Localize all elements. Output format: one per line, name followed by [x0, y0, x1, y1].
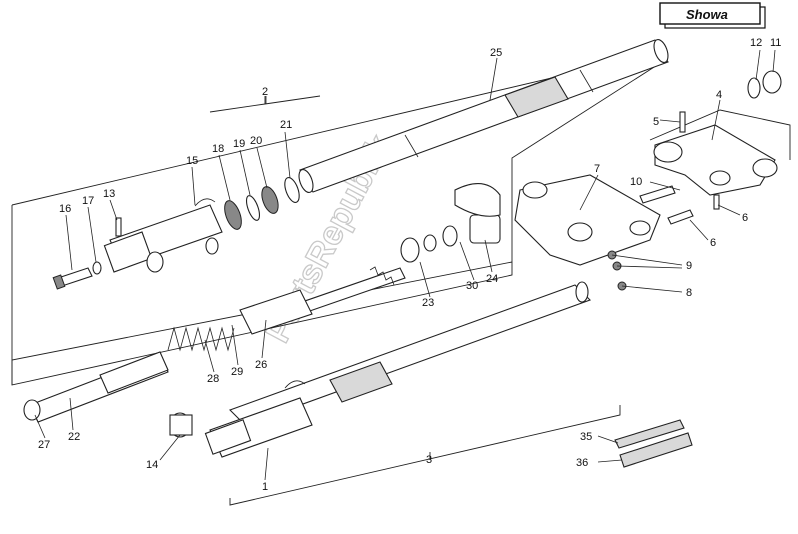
callout-21: 21 [280, 119, 292, 131]
callout-10: 10 [630, 176, 642, 188]
callout-26: 26 [255, 359, 267, 371]
callout-6a: 6 [742, 212, 748, 224]
callout-19: 19 [233, 138, 245, 150]
callout-6b: 6 [710, 237, 716, 249]
callout-5: 5 [653, 116, 659, 128]
callout-24: 24 [486, 273, 498, 285]
callout-36: 36 [576, 457, 588, 469]
callout-16: 16 [59, 203, 71, 215]
nut-11 [747, 70, 782, 99]
callout-labels: 2 25 16 17 13 15 18 19 20 21 23 30 24 7 … [38, 37, 781, 493]
callout-18: 18 [212, 143, 224, 155]
callout-30: 30 [466, 280, 478, 292]
brand-label: Showa [686, 7, 728, 22]
callout-15: 15 [186, 155, 198, 167]
callout-25: 25 [490, 47, 502, 59]
callout-14: 14 [146, 459, 158, 471]
fork-tube-3 [169, 281, 592, 458]
callout-3: 3 [426, 454, 432, 466]
fork-slider-15 [103, 198, 223, 273]
callout-27: 27 [38, 439, 50, 451]
callout-29: 29 [231, 366, 243, 378]
callout-28: 28 [207, 373, 219, 385]
callout-8: 8 [686, 287, 692, 299]
callout-4: 4 [716, 89, 722, 101]
axle-bolt-16 [52, 217, 122, 290]
callout-23: 23 [422, 297, 434, 309]
plates-35-36 [614, 419, 693, 468]
callout-9: 9 [686, 260, 692, 272]
callout-35: 35 [580, 431, 592, 443]
fork-tube-25 [298, 38, 669, 194]
callout-13: 13 [103, 188, 115, 200]
callout-12: 12 [750, 37, 762, 49]
damper-rod [239, 183, 501, 335]
callout-20: 20 [250, 135, 262, 147]
callout-11: 11 [770, 37, 781, 49]
callout-1: 1 [262, 481, 268, 493]
top-clamp-4 [653, 124, 778, 196]
callout-22: 22 [68, 431, 80, 443]
brand-box: Showa [659, 2, 766, 29]
callout-7: 7 [594, 163, 600, 175]
bottom-clamp-7 [514, 174, 661, 266]
callout-17: 17 [82, 195, 94, 207]
seal-rings [224, 177, 300, 230]
leader-lines [34, 49, 776, 481]
callout-2: 2 [262, 86, 268, 98]
